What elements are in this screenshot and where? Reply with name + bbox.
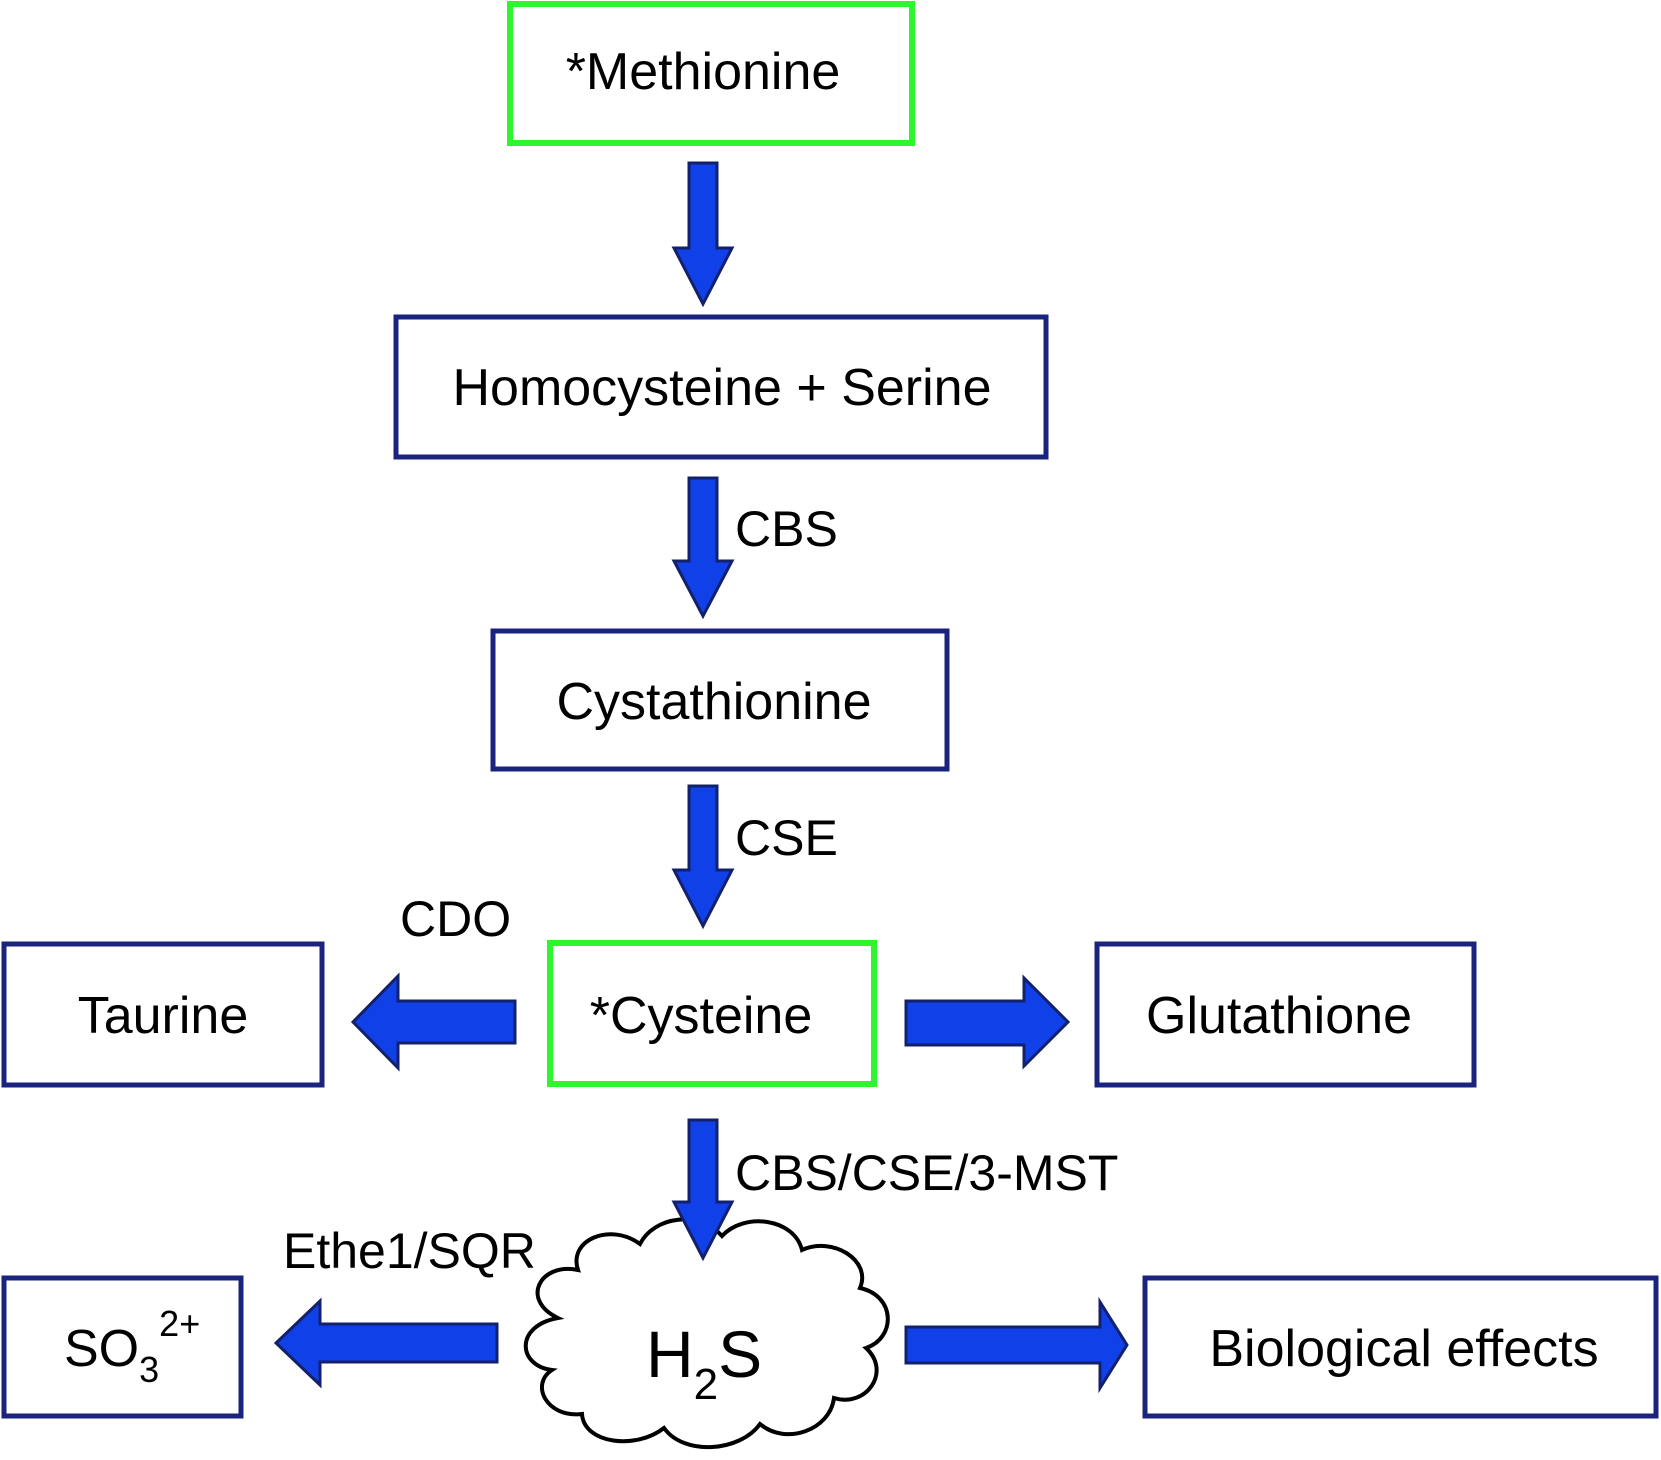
arrow-h2s-to-biological-effects [904, 1296, 1129, 1394]
arrow-cysteine-to-h2s [671, 1118, 735, 1262]
h2s-cloud-node: H2S [523, 1217, 890, 1449]
arrow-methionine-to-homocysteine [671, 161, 735, 308]
biological-effects-label: Biological effects [1209, 1320, 1598, 1378]
arrow-cysteine-to-glutathione [904, 974, 1071, 1070]
methionine-node: *Methionine [507, 1, 915, 146]
taurine-node: Taurine [1, 941, 325, 1088]
glutathione-label: Glutathione [1146, 987, 1412, 1045]
h2s-tail: S [718, 1317, 762, 1391]
enzyme-h2s-producers-label: CBS/CSE/3-MST [735, 1145, 1118, 1201]
enzyme-ethe1-sqr-label: Ethe1/SQR [283, 1223, 536, 1279]
cystathionine-node: Cystathionine [490, 628, 950, 772]
arrow-homocysteine-to-cystathionine [671, 476, 735, 620]
taurine-label: Taurine [78, 987, 249, 1045]
cloud-shape [523, 1217, 890, 1449]
h2s-main: H [646, 1317, 694, 1391]
arrow-cysteine-to-taurine [350, 972, 517, 1072]
enzyme-cbs-label: CBS [735, 501, 838, 557]
homocysteine-serine-label: Homocysteine + Serine [452, 359, 991, 417]
sulfite-label: SO32+ [64, 1303, 200, 1390]
sulfite-node: SO32+ [1, 1275, 244, 1419]
cysteine-node: *Cysteine [547, 940, 877, 1087]
sulfite-main: SO [64, 1320, 139, 1378]
homocysteine-serine-node: Homocysteine + Serine [393, 314, 1049, 460]
biological-effects-node: Biological effects [1142, 1275, 1659, 1419]
arrow-cystathionine-to-cysteine [671, 784, 735, 930]
glutathione-node: Glutathione [1094, 941, 1477, 1088]
cysteine-label: *Cysteine [590, 987, 813, 1045]
h2s-subscript: 2 [694, 1360, 718, 1409]
sulfite-subscript: 3 [139, 1349, 159, 1390]
h2s-label: H2S [646, 1317, 762, 1409]
enzyme-cse-label: CSE [735, 810, 838, 866]
methionine-label: *Methionine [566, 43, 841, 101]
sulfite-superscript: 2+ [159, 1303, 200, 1344]
enzyme-cdo-label: CDO [400, 891, 511, 947]
arrow-h2s-to-sulfite [273, 1297, 499, 1389]
cystathionine-label: Cystathionine [556, 673, 871, 731]
